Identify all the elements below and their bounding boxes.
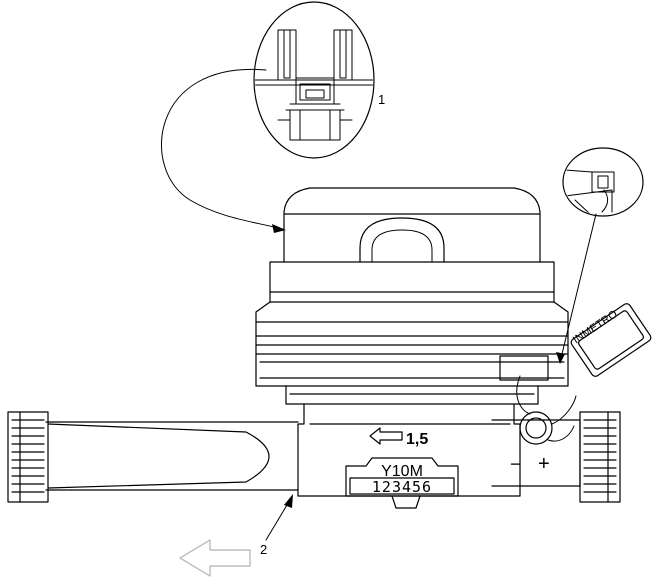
meter-lid bbox=[283, 187, 541, 263]
model-text: Y10M bbox=[381, 463, 423, 480]
detail-2-outline bbox=[562, 147, 644, 217]
callout-label-2: 2 bbox=[260, 542, 267, 557]
leader-detail-1 bbox=[161, 68, 279, 229]
flow-direction-mark bbox=[369, 427, 403, 445]
minus-sign-text: − bbox=[510, 454, 521, 474]
inmetro-tag bbox=[570, 303, 652, 377]
model-plate bbox=[345, 457, 459, 497]
meter-register-body bbox=[255, 261, 569, 405]
lid-hinge-loop bbox=[359, 217, 445, 263]
callout-label-1: 1 bbox=[378, 92, 385, 107]
inlet-thread bbox=[7, 411, 49, 503]
security-seal bbox=[516, 375, 577, 445]
leader-callout-2 bbox=[265, 499, 291, 541]
detail-1-outline bbox=[253, 1, 375, 159]
plus-sign-text: + bbox=[538, 453, 550, 475]
detail-view-1 bbox=[253, 1, 375, 159]
leader-callout-2-arrowhead bbox=[284, 494, 293, 508]
leader-detail-1-arrowhead bbox=[272, 224, 286, 233]
outlet-thread bbox=[579, 411, 621, 503]
serial-number-text: 123456 bbox=[372, 478, 432, 496]
inmetro-tag-text: INMETRO bbox=[571, 308, 620, 347]
detail-view-2 bbox=[562, 147, 644, 217]
pipe-flow-lens bbox=[47, 423, 270, 489]
inlet-pipe bbox=[7, 411, 299, 503]
leader-detail-2-arrowhead bbox=[556, 352, 565, 364]
flow-direction-arrow bbox=[179, 539, 251, 577]
flow-rating-text: 1,5 bbox=[406, 431, 428, 448]
